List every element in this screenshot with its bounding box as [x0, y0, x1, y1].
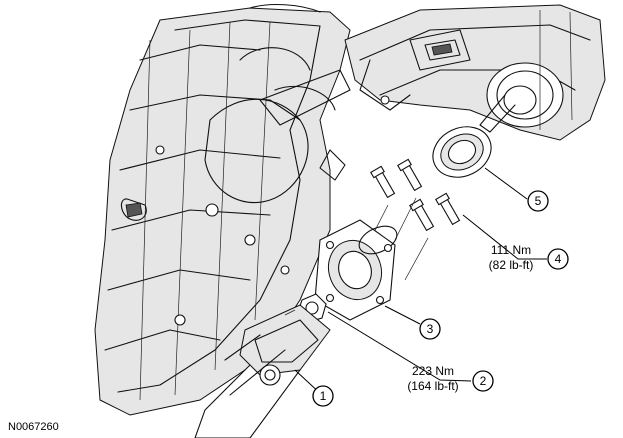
svg-text:5: 5 [535, 194, 542, 208]
torque-lbft-4: (82 lb-ft) [489, 258, 534, 272]
figure-id: N0067260 [8, 421, 59, 433]
callout-5: 5 [527, 190, 549, 212]
torque-lbft-2: (164 lb-ft) [407, 379, 458, 393]
callout-3: 3 [419, 318, 441, 340]
callout-4: 4 111 Nm (82 lb-ft) [489, 243, 569, 272]
svg-text:3: 3 [427, 322, 434, 336]
svg-text:4: 4 [555, 252, 562, 266]
output-shaft-seal [432, 126, 492, 178]
svg-text:2: 2 [480, 374, 487, 388]
companion-flange [314, 219, 398, 321]
transfer-case-housing-illustration [344, 4, 606, 141]
torque-nm-2: 223 Nm [412, 364, 454, 378]
flange-bolts [359, 158, 461, 281]
torque-nm-4: 111 Nm [491, 243, 531, 257]
driveshaft [194, 304, 331, 438]
callout-1: 1 [312, 385, 334, 407]
callout-2: 2 223 Nm (164 lb-ft) [407, 364, 494, 393]
svg-text:1: 1 [320, 389, 327, 403]
